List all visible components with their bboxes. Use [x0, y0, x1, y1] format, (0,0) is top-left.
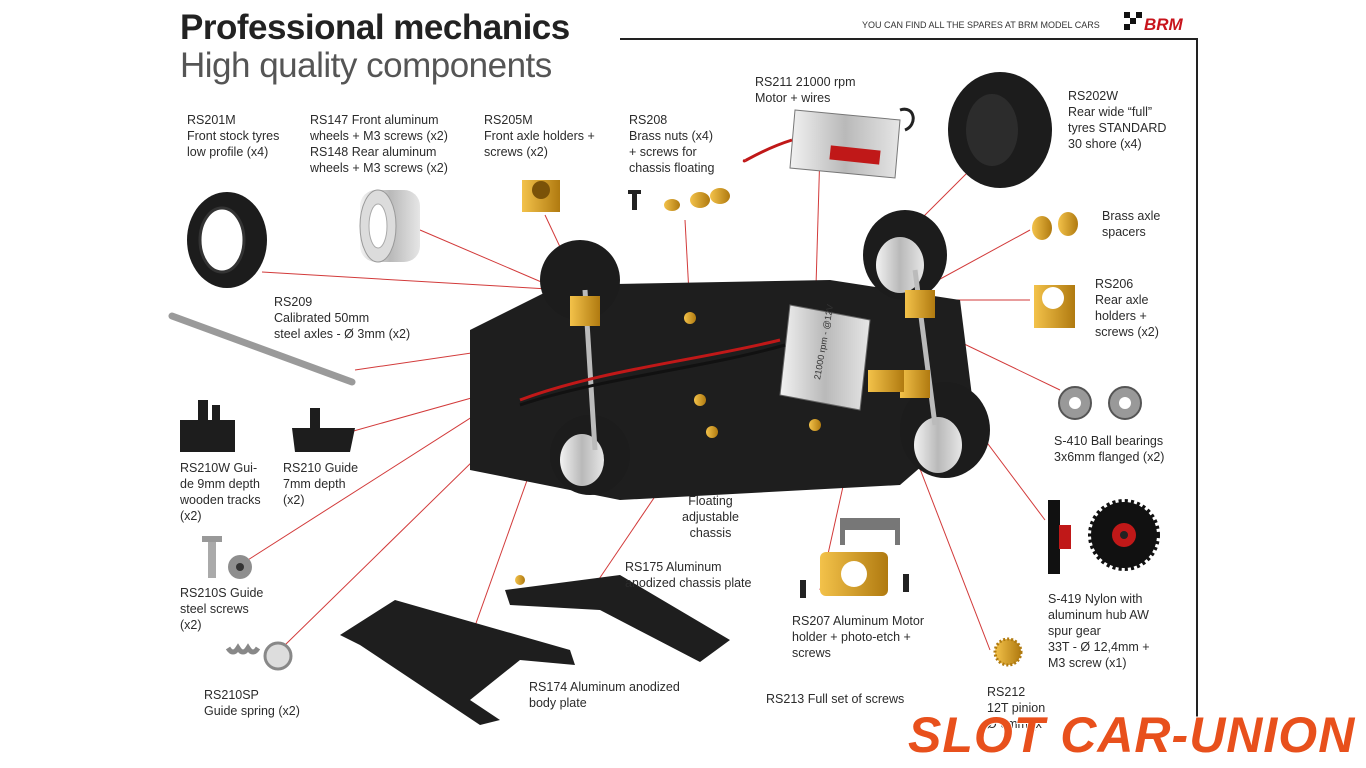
chassis-illustration	[470, 210, 990, 500]
rear-tyre-illustration	[948, 72, 1052, 188]
page-title: Professional mechanics	[180, 8, 570, 47]
brass-spacers-illustration	[1032, 212, 1078, 240]
right-border-rule	[1196, 38, 1198, 718]
svg-text:SLOT CAR-UNION: SLOT CAR-UNION	[908, 707, 1355, 763]
body-plate-illustration	[340, 600, 575, 725]
rear-axle-holder-illustration	[1034, 285, 1075, 328]
label-rs213: RS213 Full set of screws	[766, 692, 905, 706]
steel-axle-illustration	[168, 312, 356, 386]
header-rule	[620, 38, 1198, 40]
brm-logo: BRM	[1124, 12, 1184, 34]
page-subtitle: High quality components	[180, 46, 552, 85]
brass-nuts-illustration	[628, 188, 730, 211]
slot-car-union-watermark: SLOT CAR-UNION	[907, 706, 1355, 764]
ball-bearings-illustration	[1058, 386, 1142, 420]
svg-text:BRM: BRM	[1144, 15, 1184, 34]
aluminum-wheel-illustration	[359, 189, 420, 263]
motor-holder-illustration	[800, 518, 909, 598]
guide-spring-illustration	[225, 641, 293, 671]
guides-illustration	[180, 400, 355, 452]
chassis-plate-illustration	[505, 575, 730, 662]
spur-gear-illustration	[1048, 499, 1160, 574]
front-tyre-illustration	[187, 192, 267, 288]
front-axle-holder-illustration	[522, 180, 560, 212]
guide-screws-illustration	[202, 536, 252, 579]
motor-illustration	[742, 107, 915, 179]
pinion-illustration	[993, 637, 1023, 667]
spares-note: YOU CAN FIND ALL THE SPARES AT BRM MODEL…	[862, 20, 1100, 30]
